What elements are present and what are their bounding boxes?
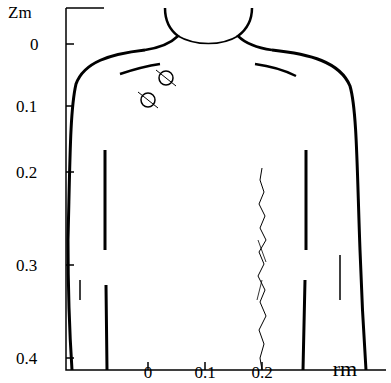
tick-label: 0.1 [16, 98, 37, 115]
tick-label: 0.2 [251, 364, 272, 381]
tick-label: 0 [30, 36, 39, 53]
tick-label: 0.2 [16, 164, 37, 181]
axis-title: rm [333, 358, 357, 380]
tick-label: 0 [144, 364, 153, 381]
tick-label: 0.3 [16, 257, 37, 274]
axis-title: Zm [8, 4, 32, 21]
tick-label: 0.4 [16, 350, 37, 367]
tick-label: 0.1 [194, 364, 215, 381]
